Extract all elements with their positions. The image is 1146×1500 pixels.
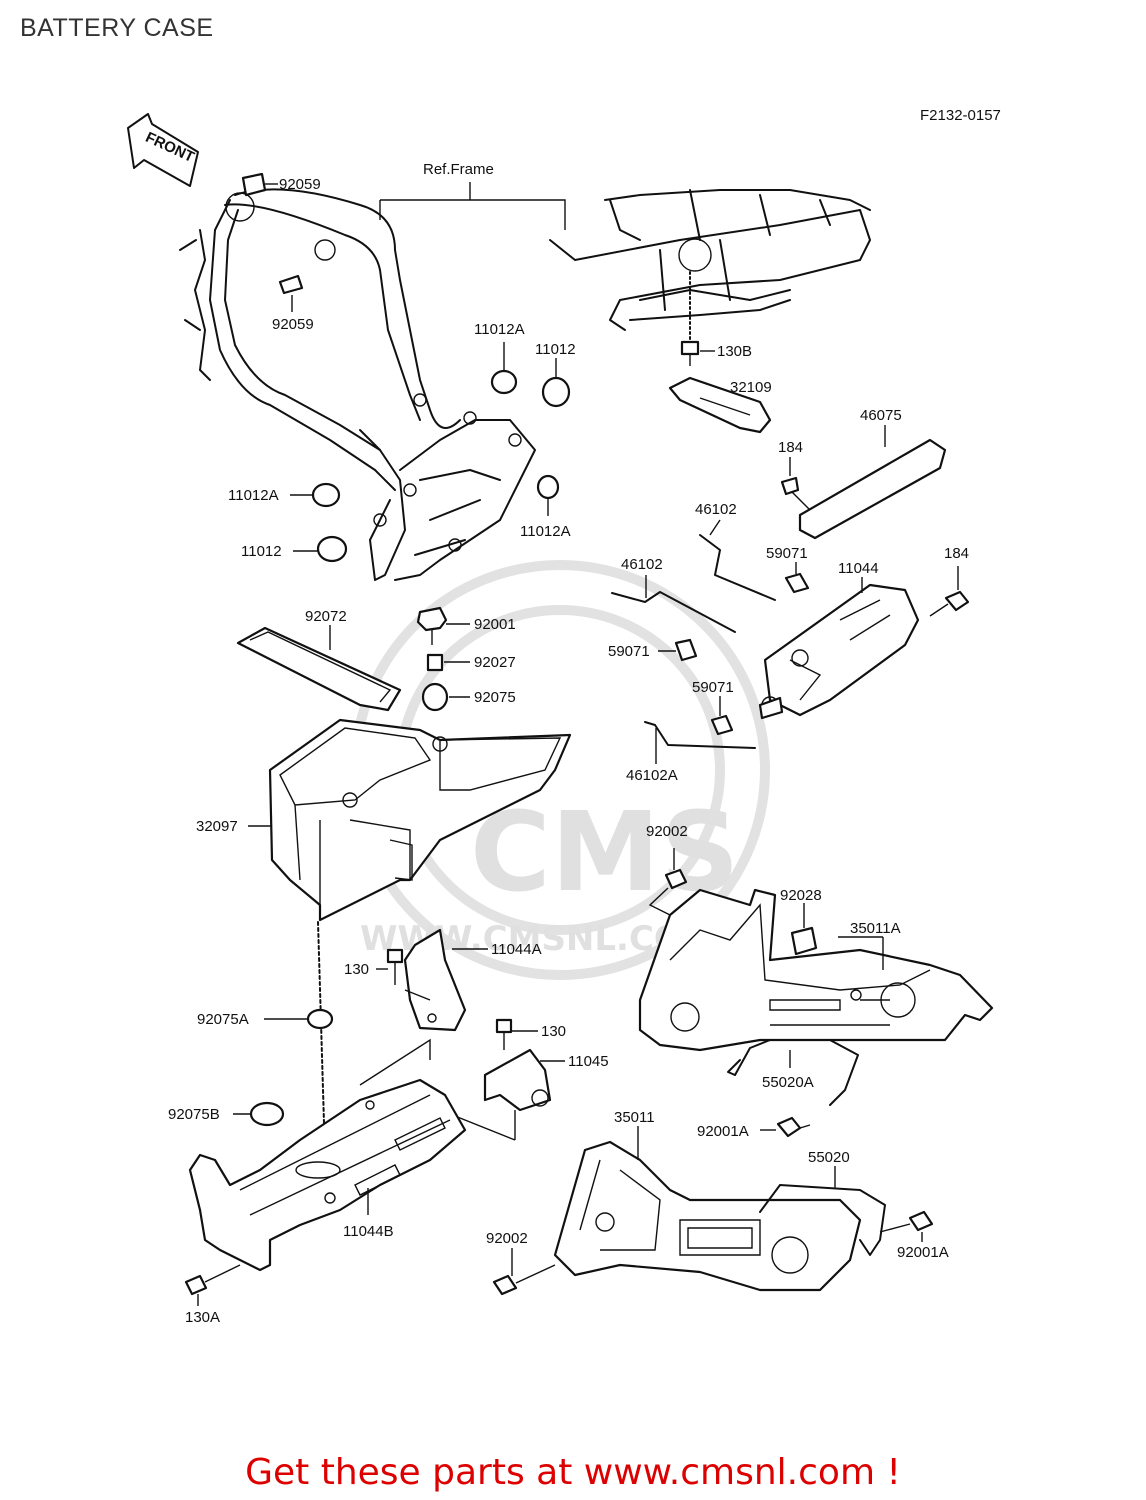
label-92028: 92028 (780, 887, 822, 904)
damper-92075B (249, 1101, 285, 1127)
bolt-130B (680, 340, 700, 356)
bolt-130A (184, 1274, 208, 1296)
tray-11044B (188, 1078, 467, 1272)
label-92001A-upper: 92001A (697, 1123, 749, 1140)
label-59071-lower: 59071 (692, 679, 734, 696)
rear-frame (549, 189, 871, 331)
label-11012A-upper: 11012A (474, 321, 525, 338)
label-11044A: 11044A (491, 941, 542, 958)
wire-55020A (734, 1039, 859, 1106)
grommet-11012-left (316, 535, 348, 563)
damper-92075 (421, 682, 449, 712)
label-92059-upper: 92059 (279, 176, 321, 193)
bolt-130-right (495, 1018, 513, 1034)
label-92001: 92001 (474, 616, 516, 633)
label-92075: 92075 (474, 689, 516, 706)
label-130-right: 130 (541, 1023, 566, 1040)
damper-92075A (306, 1008, 334, 1030)
bracket-11044A (403, 928, 467, 1032)
label-35011A: 35011A (850, 920, 901, 937)
cushion-92059-upper (241, 172, 267, 197)
label-92059-lower: 92059 (272, 316, 314, 333)
ref-frame-bracket (379, 182, 566, 230)
grommet-11012A-right (536, 474, 560, 500)
label-184-right: 184 (944, 545, 969, 562)
bolt-130-left (386, 948, 404, 964)
label-92072: 92072 (305, 608, 347, 625)
clip-59071-lower (710, 714, 734, 736)
wire-55020 (759, 1184, 886, 1256)
label-130A: 130A (185, 1309, 220, 1326)
figure-code: F2132-0157 (920, 107, 1001, 124)
collar-92027 (426, 653, 444, 672)
footrest-plate-35011A (638, 888, 994, 1052)
clip-59071-upper (784, 572, 810, 594)
strap-92072 (236, 626, 402, 712)
label-59071-upper: 59071 (766, 545, 808, 562)
label-32097: 32097 (196, 818, 238, 835)
clip-59071-mid (674, 638, 698, 662)
label-46102-upper: 46102 (695, 501, 737, 518)
page-title: BATTERY CASE (20, 14, 214, 42)
battery-case-32097 (268, 718, 572, 922)
label-92002-lower: 92002 (486, 1230, 528, 1247)
screw-92001A-upper (776, 1116, 802, 1138)
screw-92002-lower (492, 1274, 518, 1296)
label-11045: 11045 (568, 1053, 609, 1070)
label-35011: 35011 (614, 1109, 655, 1126)
screw-184-upper (780, 476, 800, 496)
label-46102-mid: 46102 (621, 556, 663, 573)
label-11044B: 11044B (343, 1223, 394, 1240)
label-11044: 11044 (838, 560, 879, 577)
label-11012-left: 11012 (241, 543, 282, 560)
label-46102A: 46102A (626, 767, 678, 784)
label-130B: 130B (717, 343, 752, 360)
bolt-92001 (416, 606, 448, 632)
label-46075: 46075 (860, 407, 902, 424)
label-92027: 92027 (474, 654, 516, 671)
lock-11044 (758, 583, 920, 720)
label-184-upper: 184 (778, 439, 803, 456)
collar-92028 (790, 926, 818, 956)
label-59071-mid: 59071 (608, 643, 650, 660)
label-11012A-right: 11012A (520, 523, 571, 540)
label-32109: 32109 (730, 379, 772, 396)
screw-92001A-lower (908, 1210, 934, 1232)
label-92001A-lower: 92001A (897, 1244, 949, 1261)
front-arrow-icon: FRONT (127, 113, 199, 187)
label-92075B: 92075B (168, 1106, 220, 1123)
screw-92002-upper (664, 868, 688, 890)
grommet-11012-upper (541, 376, 571, 408)
ref-frame-label: Ref.Frame (423, 161, 494, 178)
label-92075A: 92075A (197, 1011, 249, 1028)
label-55020A: 55020A (762, 1074, 814, 1091)
footrest-plate-35011 (553, 1140, 862, 1292)
bracket-11045 (483, 1048, 552, 1112)
screw-184-right (944, 590, 970, 612)
label-92002-upper: 92002 (646, 823, 688, 840)
rod-46102-upper (699, 534, 776, 601)
cushion-92059-lower (278, 274, 304, 295)
grommet-11012A-left (311, 482, 341, 508)
rod-46102-mid (611, 591, 736, 633)
grommet-11012A-upper (490, 369, 518, 395)
label-11012-upper: 11012 (535, 341, 576, 358)
footer-link[interactable]: Get these parts at www.cmsnl.com ! (245, 1452, 901, 1493)
label-55020: 55020 (808, 1149, 850, 1166)
label-11012A-left: 11012A (228, 487, 279, 504)
main-frame (179, 188, 536, 581)
label-130-left: 130 (344, 961, 369, 978)
cover-46075 (798, 438, 947, 540)
rod-46102A (644, 721, 756, 749)
